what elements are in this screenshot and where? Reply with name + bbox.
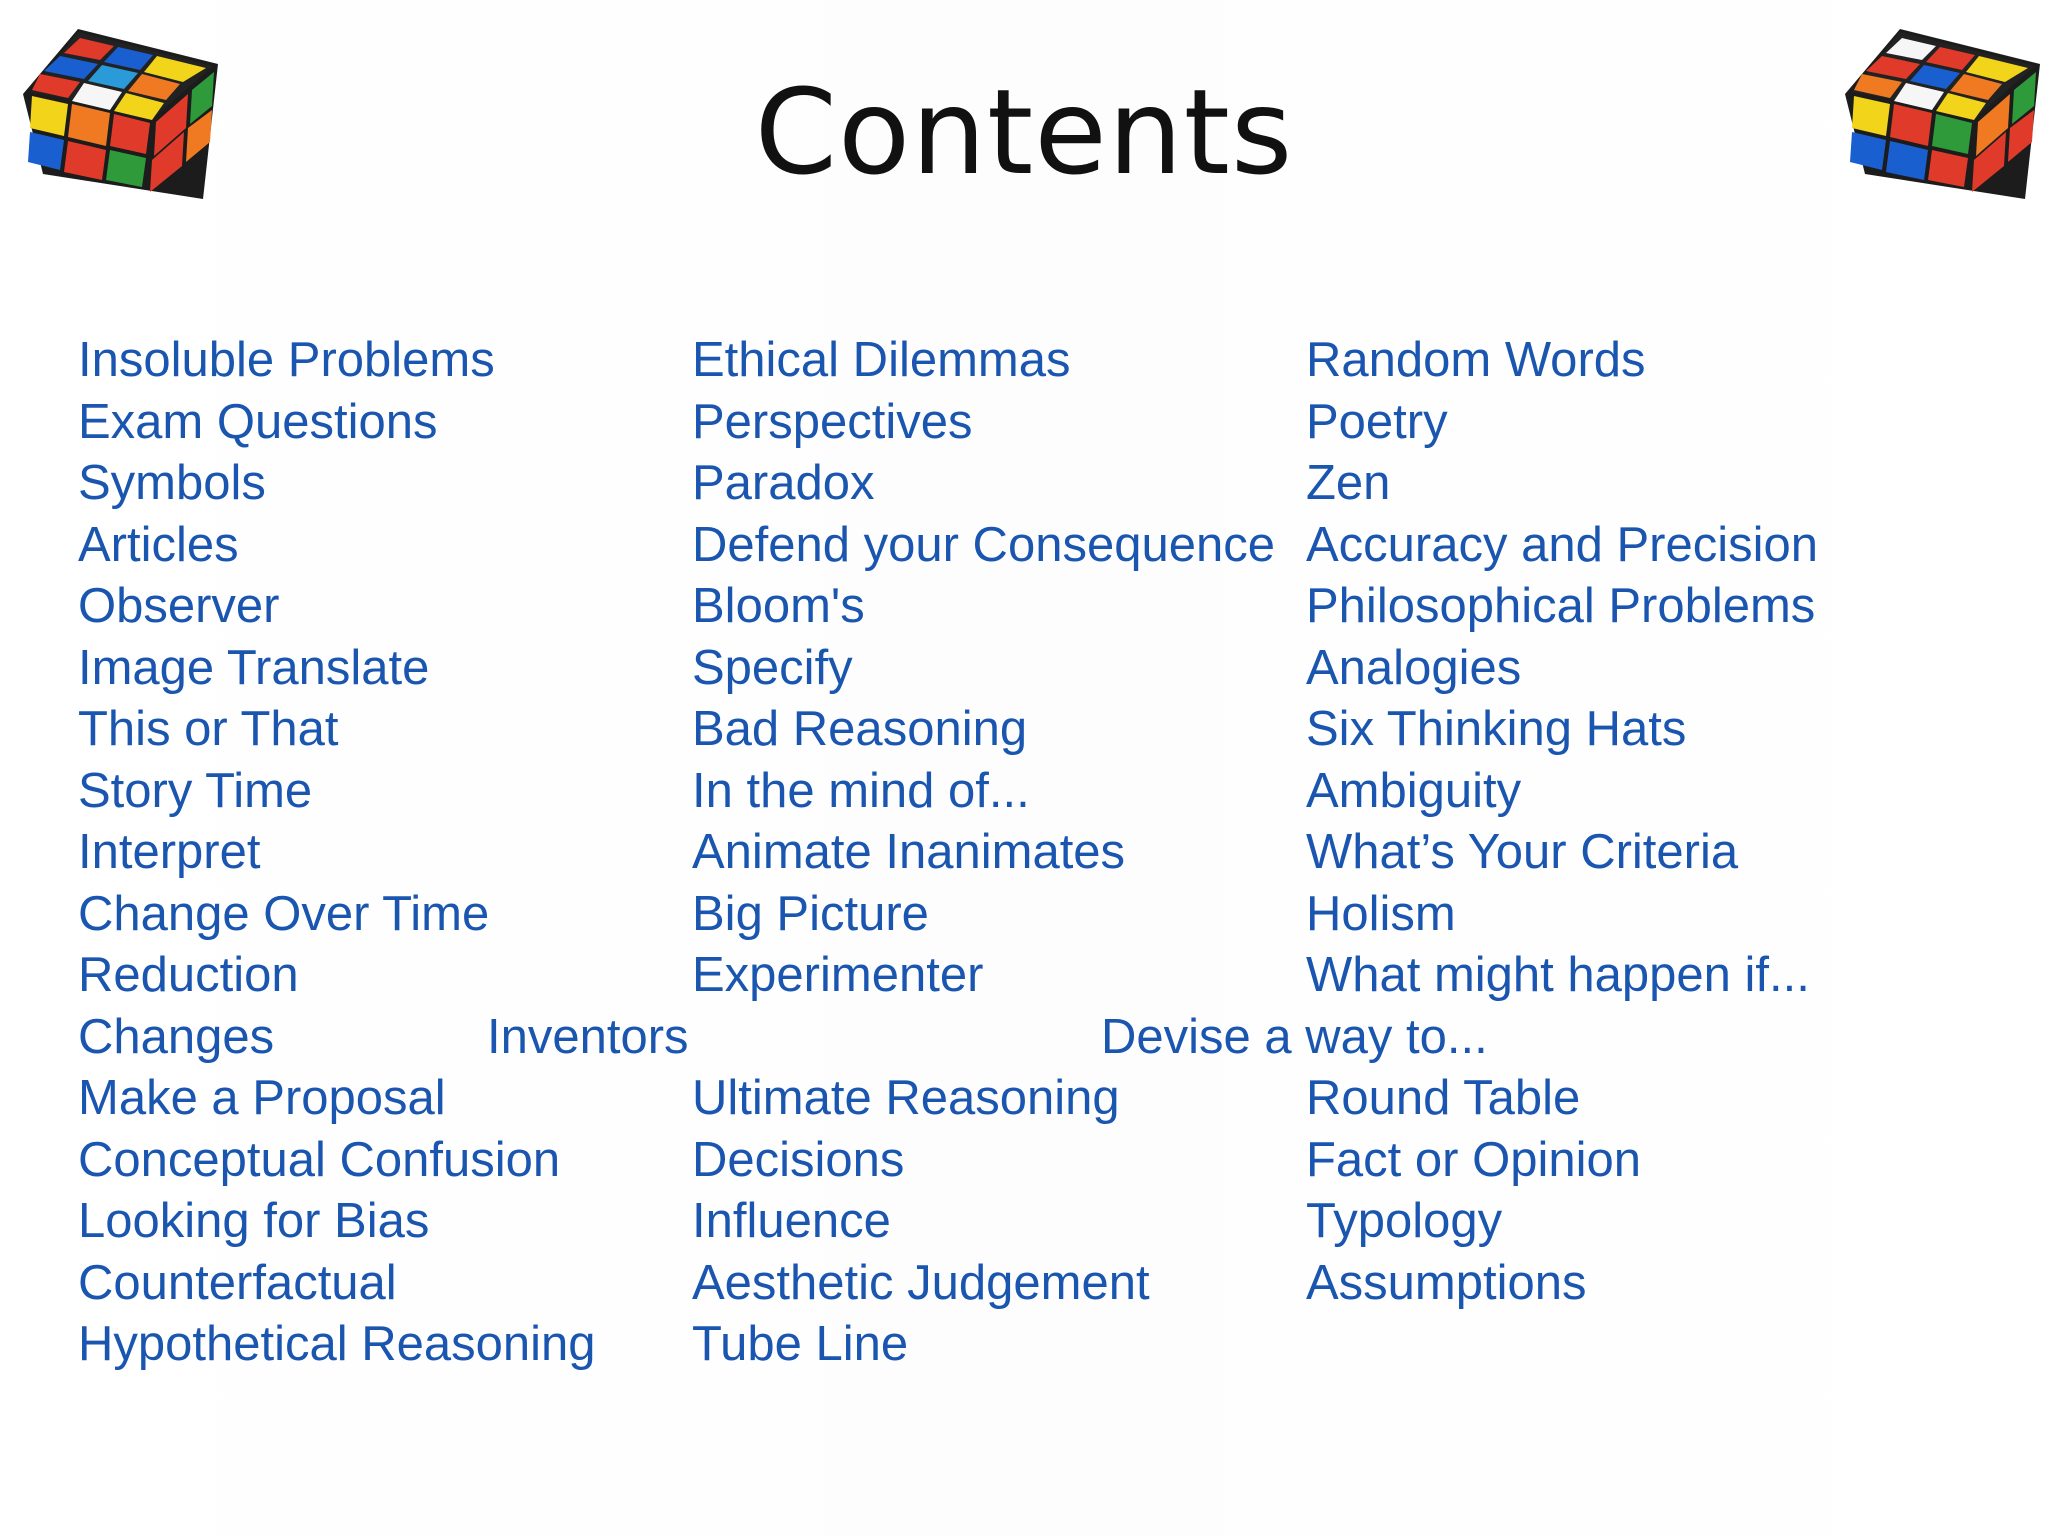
contents-link[interactable]: Articles [78,517,239,572]
contents-link[interactable]: Decisions [692,1132,905,1187]
contents-link[interactable]: Counterfactual [78,1255,397,1310]
contents-link[interactable]: Philosophical Problems [1306,579,1816,633]
contents-link[interactable]: Reduction [78,948,299,1002]
contents-link[interactable]: Analogies [1306,640,1522,695]
contents-link[interactable]: Experimenter [692,948,984,1002]
contents-link[interactable]: Influence [692,1194,891,1248]
contents-link[interactable]: Aesthetic Judgement [692,1255,1150,1310]
contents-link[interactable]: Defend your Consequence [692,517,1275,572]
rubiks-cube-icon [23,29,218,199]
contents-link[interactable]: Tube Line [692,1317,909,1371]
contents-link[interactable]: Big Picture [692,886,929,941]
contents-link[interactable]: Conceptual Confusion [78,1132,561,1187]
contents-link[interactable]: Observer [78,579,280,633]
contents-link[interactable]: Change Over Time [78,886,490,941]
contents-link[interactable]: This or That [78,702,339,756]
contents-link[interactable]: Random Words [1306,333,1646,387]
contents-link-devise[interactable]: Devise a way to... [1101,1010,1488,1064]
contents-link[interactable]: Symbols [78,456,266,510]
contents-link[interactable]: Insoluble Problems [78,333,495,387]
contents-link[interactable]: Exam Questions [78,394,438,449]
contents-link[interactable]: Story Time [78,763,313,818]
contents-link[interactable]: Animate Inanimates [692,825,1126,879]
contents-link[interactable]: Typology [1306,1194,1503,1248]
contents-link[interactable]: Paradox [692,456,875,510]
contents-link[interactable]: In the mind of... [692,763,1030,818]
contents-column-3: Random Words Poetry Zen Accuracy and Pre… [1306,330,1818,1314]
contents-link[interactable]: Looking for Bias [78,1194,430,1248]
contents-link[interactable]: Ambiguity [1306,763,1522,818]
contents-link[interactable]: Assumptions [1306,1255,1587,1310]
contents-link[interactable]: What might happen if... [1306,948,1810,1002]
contents-link[interactable]: Ethical Dilemmas [692,333,1071,387]
contents-link[interactable]: Accuracy and Precision [1306,517,1819,572]
contents-link[interactable]: Ultimate Reasoning [692,1071,1120,1125]
contents-link[interactable]: Poetry [1306,394,1448,449]
contents-column-2: Ethical Dilemmas Perspectives Paradox De… [692,330,1275,1376]
contents-link[interactable]: Hypothetical Reasoning [78,1317,596,1371]
rubiks-cube-icon [1845,29,2040,199]
contents-link[interactable]: Six Thinking Hats [1306,702,1687,756]
page-title: Contents [754,63,1294,201]
contents-link[interactable]: Perspectives [692,394,973,449]
contents-link[interactable]: Holism [1306,886,1456,941]
contents-link[interactable]: Bloom's [692,579,865,633]
contents-link[interactable]: Changes [78,1009,275,1064]
contents-link[interactable]: Bad Reasoning [692,702,1028,756]
contents-link[interactable]: Fact or Opinion [1306,1132,1641,1187]
contents-link[interactable]: Image Translate [78,640,430,695]
contents-link[interactable]: Specify [692,640,853,695]
contents-link[interactable]: Zen [1306,456,1391,510]
contents-column-1: Insoluble Problems Exam Questions Symbol… [78,330,596,1376]
contents-link[interactable]: Interpret [78,825,261,879]
contents-link[interactable]: Round Table [1306,1071,1581,1125]
contents-link[interactable]: Make a Proposal [78,1071,446,1125]
contents-link-inventors[interactable]: Inventors [487,1010,689,1064]
contents-link[interactable]: What’s Your Criteria [1306,825,1739,879]
